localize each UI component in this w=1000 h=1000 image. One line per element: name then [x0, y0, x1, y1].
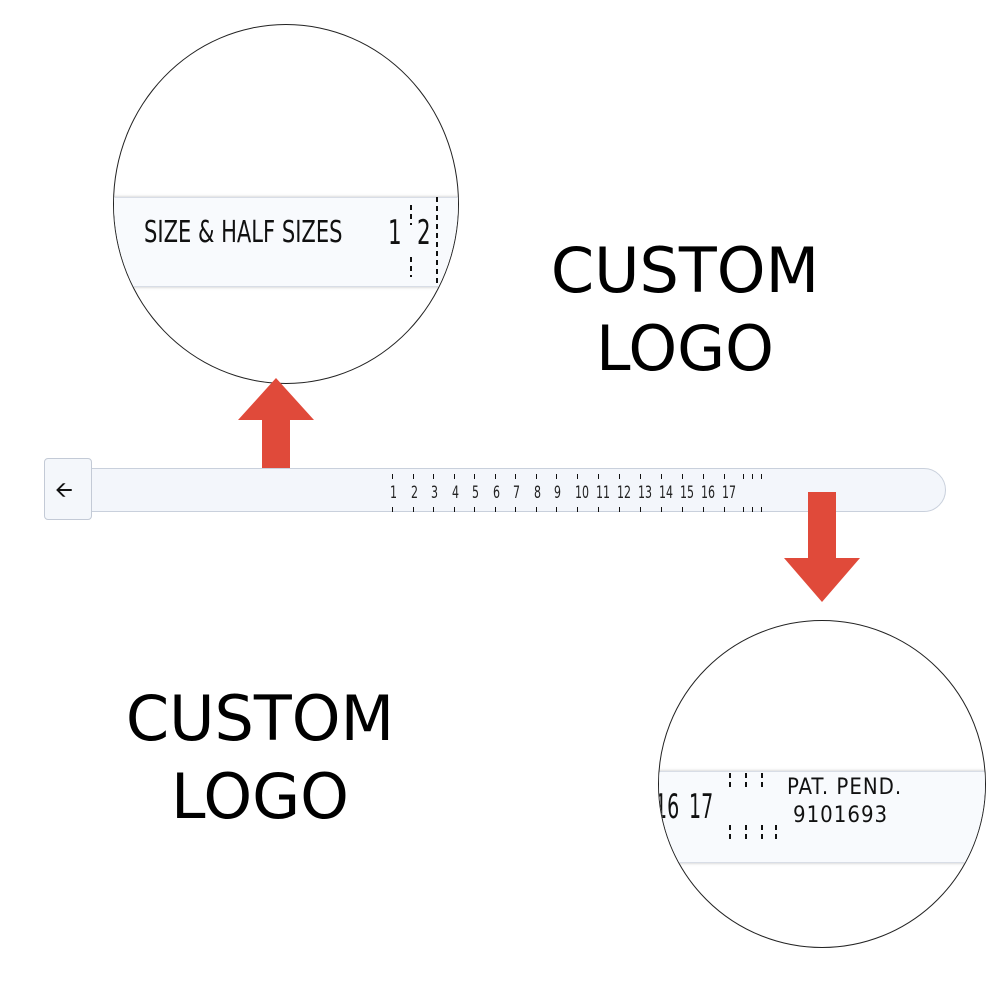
tick-mark — [681, 507, 683, 514]
tick-mark — [453, 474, 455, 481]
tick-mark — [392, 507, 393, 514]
tick-mark — [751, 507, 753, 514]
scale-number: 2 — [410, 483, 418, 503]
size-number-17: 17 — [689, 787, 714, 827]
sizer-buckle: 🡨 — [44, 458, 92, 520]
zoom-circle-top: SIZE & HALF SIZES 1 2 — [113, 24, 459, 384]
tick-mark — [751, 474, 753, 481]
tick-mark — [494, 474, 496, 481]
tick-mark — [742, 507, 744, 514]
tick-mark — [453, 507, 455, 514]
tick-mark — [618, 474, 620, 481]
tick-mark — [410, 205, 412, 225]
tick-mark — [723, 474, 725, 481]
scale-number: 13 — [637, 483, 652, 503]
custom-logo-line: LOGO — [596, 312, 774, 385]
custom-logo-text-left: CUSTOM LOGO — [110, 680, 410, 836]
tick-mark — [474, 474, 475, 481]
scale-number: 17 — [721, 483, 736, 503]
tick-mark — [761, 825, 763, 839]
tick-mark — [515, 507, 516, 514]
tick-mark — [433, 474, 434, 481]
tick-mark — [597, 474, 599, 481]
size-half-sizes-label: SIZE & HALF SIZES — [144, 215, 343, 250]
scale-number: 9 — [554, 483, 562, 503]
size-number-1: 1 — [388, 213, 402, 253]
left-arrow-icon: 🡨 — [55, 477, 73, 502]
tick-mark — [436, 197, 438, 285]
tick-mark — [723, 507, 725, 514]
sizer-strip-closeup — [659, 771, 985, 863]
tick-mark — [597, 507, 599, 514]
tick-mark — [761, 773, 763, 787]
tick-mark — [660, 507, 662, 514]
tick-mark — [494, 507, 496, 514]
scale-number: 15 — [679, 483, 694, 503]
tick-mark — [745, 773, 747, 787]
scale-number: 5 — [472, 483, 480, 503]
tick-mark — [760, 507, 762, 514]
tick-mark — [702, 474, 704, 481]
tick-mark — [681, 474, 683, 481]
tick-mark — [729, 825, 731, 839]
custom-logo-text-right: CUSTOM LOGO — [530, 232, 840, 388]
tick-mark — [742, 474, 744, 481]
scale-number: 4 — [451, 483, 459, 503]
custom-logo-line: CUSTOM — [550, 234, 820, 307]
custom-logo-line: LOGO — [171, 760, 349, 833]
tick-mark — [729, 773, 731, 787]
scale-number: 10 — [574, 483, 589, 503]
scale-number: 12 — [616, 483, 631, 503]
tick-mark — [702, 507, 704, 514]
tick-mark — [515, 474, 516, 481]
sizer-strip-closeup — [114, 197, 458, 287]
arrow-down-icon — [784, 492, 860, 602]
scale-number: 1 — [390, 483, 398, 503]
size-number-2: 2 — [417, 213, 431, 253]
tick-mark — [412, 474, 414, 481]
tick-mark — [760, 474, 762, 481]
tick-mark — [412, 507, 414, 514]
scale-number: 8 — [533, 483, 541, 503]
tick-mark — [556, 507, 557, 514]
tick-mark — [639, 507, 641, 514]
scale-number: 7 — [513, 483, 521, 503]
scale-number: 11 — [595, 483, 610, 503]
tick-mark — [433, 507, 434, 514]
tick-mark — [535, 474, 537, 481]
tick-mark — [392, 474, 393, 481]
patent-number: 9101693 — [793, 803, 889, 828]
scale-number: 16 — [700, 483, 715, 503]
tick-mark — [745, 825, 747, 839]
tick-mark — [576, 474, 578, 481]
tick-mark — [660, 474, 662, 481]
tick-mark — [535, 507, 537, 514]
arrow-up-icon — [238, 378, 314, 486]
size-number-16: 16 — [659, 787, 680, 827]
tick-mark — [639, 474, 641, 481]
tick-mark — [474, 507, 475, 514]
scale-number: 6 — [492, 483, 500, 503]
scale-number: 14 — [658, 483, 673, 503]
tick-mark — [576, 507, 578, 514]
scale-number: 3 — [431, 483, 439, 503]
custom-logo-line: CUSTOM — [125, 682, 395, 755]
tick-mark — [618, 507, 620, 514]
tick-mark — [410, 257, 412, 277]
tick-mark — [775, 825, 777, 839]
zoom-circle-bottom: 16 17 PAT. PEND. 9101693 — [658, 620, 986, 948]
patent-label: PAT. PEND. — [787, 775, 903, 800]
tick-mark — [556, 474, 557, 481]
